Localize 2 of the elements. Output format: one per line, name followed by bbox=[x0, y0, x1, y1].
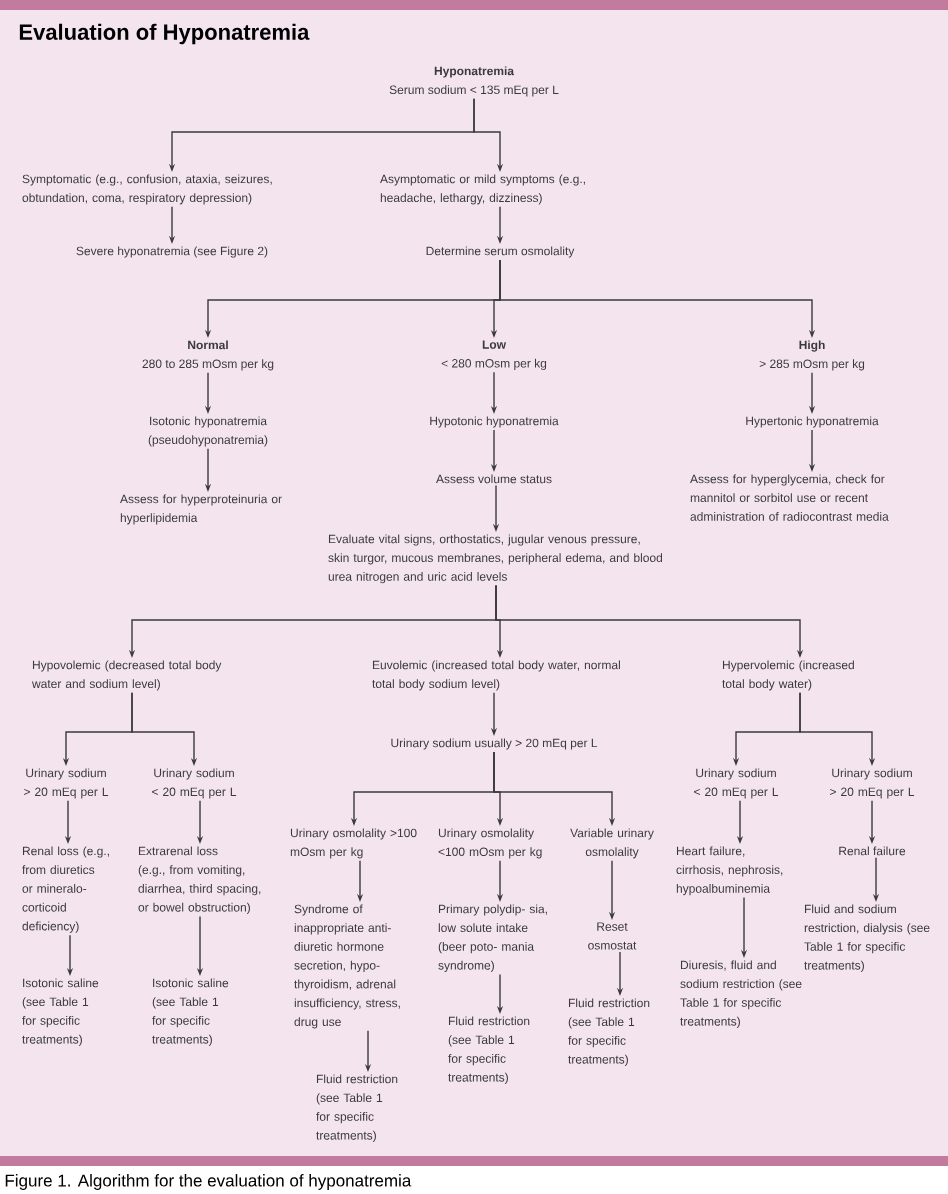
caption: Figure 1. Algorithm for the evaluation of hyponatremia bbox=[5, 1174, 412, 1190]
title: Evaluation of Hyponatremia bbox=[19, 23, 310, 45]
